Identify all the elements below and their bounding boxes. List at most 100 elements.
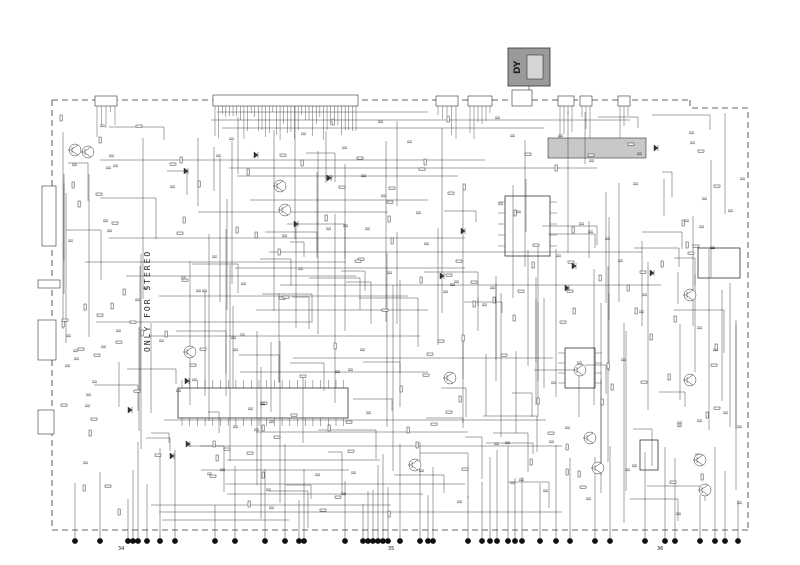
resistor <box>111 221 119 225</box>
resistor <box>673 315 677 323</box>
elbow-wire <box>441 387 467 417</box>
resistor <box>513 209 517 217</box>
resistor <box>462 183 466 191</box>
capacitor <box>109 154 114 158</box>
elbow-wire <box>309 277 361 310</box>
capacitor <box>740 177 745 181</box>
capacitor <box>233 425 238 429</box>
resistor <box>461 467 469 471</box>
capacitor <box>196 289 201 293</box>
elbow-wire <box>260 258 292 286</box>
resistor <box>300 159 304 167</box>
diode <box>184 377 190 385</box>
capacitor <box>176 389 181 393</box>
resistor <box>437 339 445 343</box>
capacitor <box>103 219 108 223</box>
capacitor <box>642 293 647 297</box>
capacitor <box>519 478 524 482</box>
transistor-leads <box>591 462 602 474</box>
capacitor <box>549 440 554 444</box>
terminal-dot <box>157 538 163 544</box>
elbow-wire <box>598 116 639 128</box>
elbow-wire <box>66 229 102 280</box>
elbow-wire <box>192 263 239 293</box>
resistor <box>536 397 540 405</box>
elbow-wire <box>167 170 188 195</box>
resistor <box>82 484 86 492</box>
capacitor <box>366 411 371 415</box>
capacitor <box>66 334 71 338</box>
diode <box>127 406 133 414</box>
capacitor <box>689 131 694 135</box>
resistor <box>512 314 516 322</box>
resistor <box>319 508 327 512</box>
capacitor <box>589 159 594 163</box>
transistor-leads <box>408 459 419 471</box>
capacitor <box>387 271 392 275</box>
resistor <box>390 237 394 245</box>
resistor <box>700 473 704 481</box>
elbow-wire <box>652 114 711 130</box>
stereo-note: ONLY FOR STEREO <box>143 250 152 352</box>
resistor <box>667 373 671 381</box>
capacitor <box>632 464 637 468</box>
resistor <box>423 158 427 166</box>
resistor <box>455 259 463 263</box>
capacitor <box>605 237 610 241</box>
elbow-wire <box>647 485 706 501</box>
resistor <box>345 420 353 424</box>
capacitor <box>113 164 118 168</box>
resistor <box>273 435 281 439</box>
capacitor <box>170 185 175 189</box>
resistor <box>399 385 403 393</box>
elbow-wire <box>674 309 725 353</box>
terminal-dot <box>212 538 218 544</box>
capacitor <box>378 120 383 124</box>
capacitor <box>419 469 424 473</box>
resistor <box>96 313 104 317</box>
resistor <box>122 288 126 296</box>
elbow-wire <box>363 361 401 373</box>
terminal-dot <box>712 538 718 544</box>
resistor <box>422 373 430 377</box>
resistor <box>470 280 478 284</box>
resistor <box>381 308 389 312</box>
capacitor <box>697 419 702 423</box>
resistor <box>197 180 201 188</box>
resistor <box>129 320 137 324</box>
elbow-wire <box>483 415 538 452</box>
resistor <box>531 261 535 269</box>
resistor <box>640 380 648 384</box>
elbow-wire <box>269 490 309 528</box>
capacitor <box>233 348 238 352</box>
terminal-dot <box>262 538 268 544</box>
resistor <box>334 495 342 499</box>
resistor <box>406 426 410 434</box>
resistor <box>387 215 391 223</box>
resistor <box>566 289 574 293</box>
elbow-wire <box>508 481 550 508</box>
capacitor <box>107 229 112 233</box>
resistor <box>446 115 450 123</box>
resistor <box>529 458 533 466</box>
elbow-wire <box>394 474 445 493</box>
resistor <box>714 343 718 351</box>
capacitor <box>543 489 548 493</box>
transistor-leads <box>683 289 694 301</box>
elbow-wire <box>642 231 683 249</box>
terminal-dot <box>430 538 436 544</box>
elbow-wire <box>318 429 377 459</box>
diode <box>169 452 175 460</box>
resistor <box>634 307 638 315</box>
capacitor <box>490 286 495 290</box>
capacitor <box>207 472 212 476</box>
diode <box>185 440 191 448</box>
elbow-wire <box>109 126 165 140</box>
elbow-wire <box>292 296 310 329</box>
elbow-wire <box>306 152 336 182</box>
capacitor <box>728 209 733 213</box>
page-number-right: 36 <box>657 546 663 552</box>
resistor <box>458 395 462 403</box>
capacitor <box>202 289 207 293</box>
resistor <box>627 142 635 146</box>
